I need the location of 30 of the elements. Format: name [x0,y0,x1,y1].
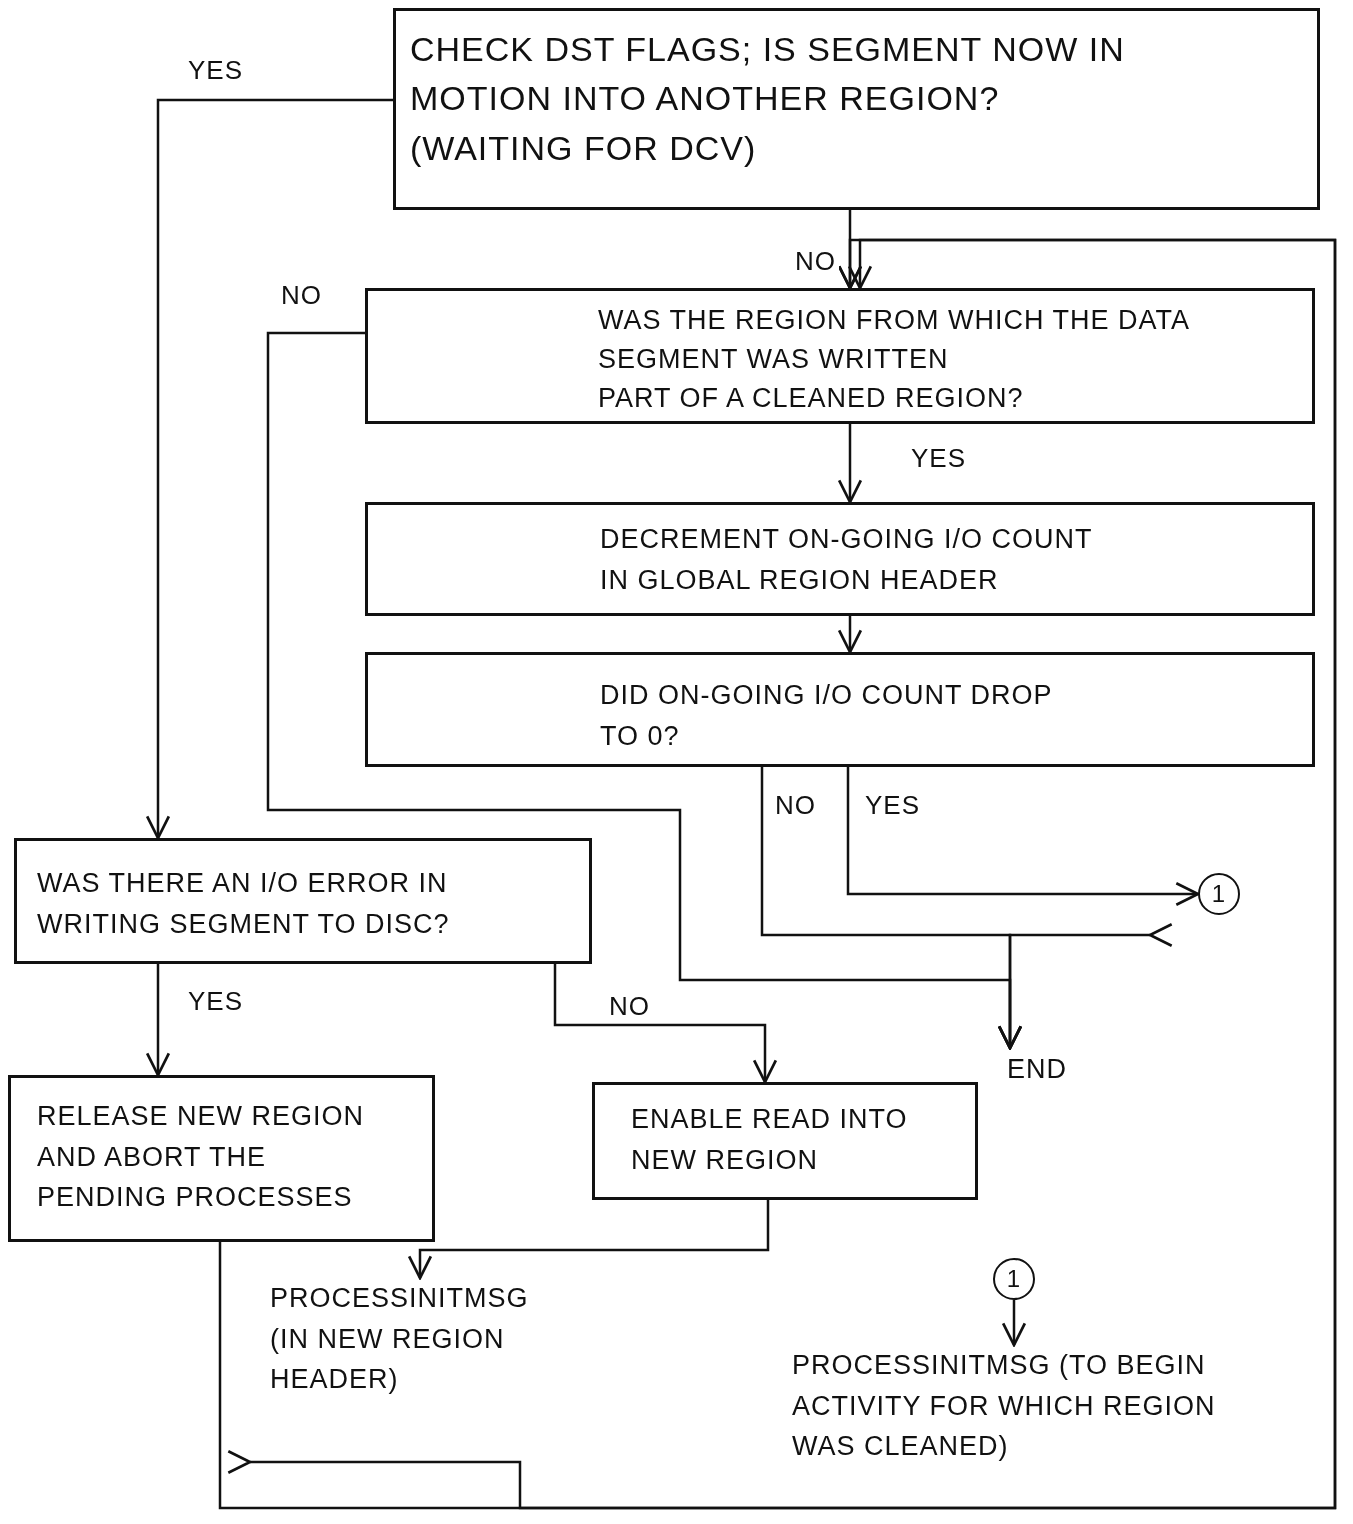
connector-circle: 1 [1198,873,1240,915]
arrow [553,964,778,1084]
box-text: RELEASE NEW REGION AND ABORT THE PENDING PROCESSES [37,1100,366,1214]
arrow [145,964,171,1077]
flow-text: PROCESSINITMSG (IN NEW REGION HEADER) [268,1278,568,1400]
arrow [407,1200,770,1280]
box-text: CHECK DST FLAGS; IS SEGMENT NOW IN MOTION INTO ANOTHER REGION? [410,29,1126,120]
arrow [837,616,863,654]
process-box [365,652,1315,767]
box-text: ENABLE READ INTO NEW REGION [631,1103,909,1177]
box-text: WAS THE REGION FROM WHICH THE DATA SEGMENT WAS WRITTEN [598,304,1190,377]
process-box [393,8,1320,210]
flow-text: END [995,1048,1085,1090]
connector-circle: 1 [993,1258,1035,1300]
box-text: PART OF A CLEANED REGION? [598,382,1025,416]
arrow [837,424,863,504]
process-box [592,1082,978,1200]
arrow [846,767,1200,907]
box-text: (WAITING FOR DCV) [410,127,758,169]
box-text: WAS THERE AN I/O ERROR IN WRITING SEGMENT TO DISC? [37,867,451,941]
arrow [145,98,393,840]
box-text: DID ON-GOING I/O COUNT DROP TO 0? [600,679,1054,753]
flow-text: PROCESSINITMSG (TO BEGIN ACTIVITY FOR WHICH REGION WAS CLEANED) [790,1345,1230,1467]
arrow [1001,1300,1027,1347]
process-box [14,838,592,964]
box-text: DECREMENT ON-GOING I/O COUNT IN GLOBAL REGION HEADER [600,523,1094,597]
process-box [365,502,1315,616]
process-box [365,288,1315,424]
arrow [997,922,1173,1050]
process-box [8,1075,435,1242]
